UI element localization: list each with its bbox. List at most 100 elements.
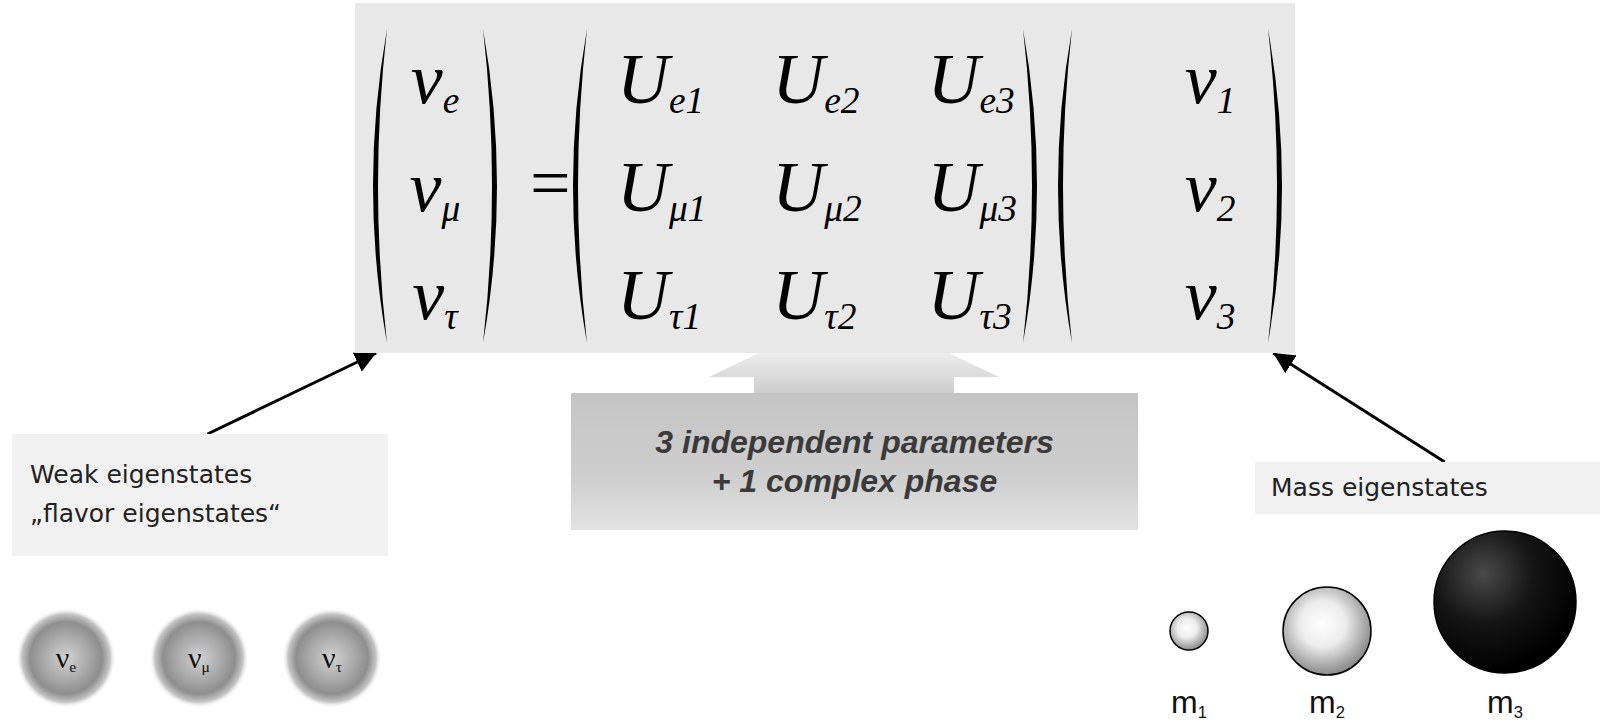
symbol-index: 1 bbox=[1198, 703, 1207, 722]
flavor-vector: νeνμντ bbox=[365, 15, 505, 353]
symbol-base: ν bbox=[188, 641, 202, 674]
symbol-base: U bbox=[928, 147, 980, 227]
vector-component: ν3 bbox=[1185, 259, 1236, 331]
disc-fill bbox=[16, 608, 116, 708]
disc-fill bbox=[149, 608, 249, 708]
mass-label: m3 bbox=[1487, 686, 1523, 718]
right-bracket bbox=[1023, 29, 1037, 343]
symbol-base: U bbox=[928, 39, 980, 119]
symbol-index: τ1 bbox=[669, 296, 701, 337]
left-bracket bbox=[1058, 29, 1072, 343]
caption-text: Weak eigenstates bbox=[30, 456, 370, 495]
symbol-index: μ3 bbox=[980, 188, 1018, 229]
particle-label: ντ bbox=[322, 643, 342, 673]
mixing-matrix: Ue1Ue2Ue3Uμ1Uμ2Uμ3Uτ1Uτ2Uτ3 bbox=[565, 15, 1045, 353]
symbol-base: ν bbox=[410, 147, 442, 227]
symbol-index: e1 bbox=[669, 80, 704, 121]
particle-label: νμ bbox=[188, 643, 210, 673]
parameter-note: 3 independent parameters + 1 complex pha… bbox=[649, 423, 1061, 500]
symbol-base: U bbox=[617, 39, 669, 119]
symbol-base: m bbox=[1309, 684, 1336, 720]
right-bracket bbox=[1268, 29, 1282, 343]
mass-sphere bbox=[1282, 586, 1372, 676]
vector-component: νe bbox=[411, 43, 460, 115]
symbol-index: 1 bbox=[1217, 80, 1236, 121]
matrix-element: Ue2 bbox=[772, 43, 862, 115]
mass-label: m1 bbox=[1171, 686, 1207, 718]
matrix-element: Ue1 bbox=[617, 43, 707, 115]
mass-caption-box: Mass eigenstates bbox=[1255, 462, 1600, 514]
symbol-base: U bbox=[617, 147, 669, 227]
equals-sign: = bbox=[530, 147, 571, 219]
block-arrow bbox=[709, 353, 999, 393]
symbol-base: ν bbox=[412, 255, 444, 335]
symbol-base: ν bbox=[1185, 39, 1217, 119]
symbol-index: μ bbox=[442, 188, 461, 229]
symbol-index: τ bbox=[444, 296, 457, 337]
mass-label: m2 bbox=[1309, 686, 1345, 718]
matrix-element: Ue3 bbox=[928, 43, 1018, 115]
flavor-circle: νμ bbox=[149, 608, 249, 708]
symbol-base: U bbox=[772, 255, 824, 335]
symbol-base: ν bbox=[322, 641, 336, 674]
symbol-base: ν bbox=[1185, 255, 1217, 335]
symbol-base: U bbox=[772, 147, 824, 227]
symbol-index: e bbox=[443, 80, 460, 121]
symbol-index: μ1 bbox=[669, 188, 707, 229]
symbol-index: 3 bbox=[1217, 296, 1236, 337]
symbol-index: μ bbox=[202, 658, 210, 675]
symbol-base: m bbox=[1171, 684, 1198, 720]
vector-component: ν2 bbox=[1185, 151, 1236, 223]
symbol-index: τ2 bbox=[824, 296, 856, 337]
left-bracket bbox=[573, 29, 587, 343]
symbol-index: τ bbox=[336, 658, 342, 675]
symbol-index: e bbox=[69, 658, 76, 675]
symbol-base: ν bbox=[411, 39, 443, 119]
mass-circle: m3 bbox=[1433, 530, 1577, 718]
sphere-fill bbox=[1283, 587, 1371, 675]
sphere-fill bbox=[1434, 531, 1576, 673]
right-bracket bbox=[483, 29, 497, 343]
vector-component: ντ bbox=[412, 259, 457, 331]
symbol-base: U bbox=[617, 255, 669, 335]
symbol-index: 3 bbox=[1514, 703, 1523, 722]
caption-text: Mass eigenstates bbox=[1271, 469, 1584, 508]
vector-component: ν1 bbox=[1185, 43, 1236, 115]
symbol-index: τ3 bbox=[980, 296, 1012, 337]
symbol-index: 2 bbox=[1217, 188, 1236, 229]
pointer-arrow bbox=[1273, 353, 1445, 462]
symbol-index: e3 bbox=[980, 80, 1015, 121]
matrix-element: Uτ1 bbox=[617, 259, 707, 331]
matrix-element: Uμ3 bbox=[928, 151, 1018, 223]
mass-sphere bbox=[1169, 611, 1209, 651]
flavor-caption-box: Weak eigenstates„flavor eigenstates“ bbox=[12, 434, 388, 556]
pointer-arrow bbox=[208, 353, 377, 434]
left-bracket bbox=[373, 29, 387, 343]
matrix-element: Uμ2 bbox=[772, 151, 862, 223]
symbol-base: ν bbox=[56, 641, 70, 674]
symbol-index: e2 bbox=[824, 80, 859, 121]
disc-fill bbox=[282, 608, 382, 708]
symbol-base: U bbox=[928, 255, 980, 335]
bracket-pair bbox=[1050, 15, 1290, 353]
caption-text: „flavor eigenstates“ bbox=[30, 495, 370, 534]
mass-circle: m2 bbox=[1282, 586, 1372, 718]
matrix-element: Uμ1 bbox=[617, 151, 707, 223]
vector-component: νμ bbox=[410, 151, 461, 223]
flavor-circle: νe bbox=[16, 608, 116, 708]
symbol-base: m bbox=[1487, 684, 1514, 720]
symbol-index: μ2 bbox=[824, 188, 862, 229]
matrix-element: Uτ3 bbox=[928, 259, 1018, 331]
flavor-circle: ντ bbox=[282, 608, 382, 708]
symbol-base: ν bbox=[1185, 147, 1217, 227]
matrix-element: Uτ2 bbox=[772, 259, 862, 331]
mass-vector: ν1ν2ν3 bbox=[1050, 15, 1290, 353]
mass-circle: m1 bbox=[1154, 611, 1224, 718]
symbol-index: 2 bbox=[1336, 703, 1345, 722]
particle-label: νe bbox=[56, 643, 77, 673]
symbol-base: U bbox=[772, 39, 824, 119]
equation-panel: =νeνμντUe1Ue2Ue3Uμ1Uμ2Uμ3Uτ1Uτ2Uτ3ν1ν2ν3 bbox=[355, 3, 1295, 353]
parameter-box: 3 independent parameters + 1 complex pha… bbox=[571, 393, 1138, 530]
sphere-fill bbox=[1170, 612, 1208, 650]
